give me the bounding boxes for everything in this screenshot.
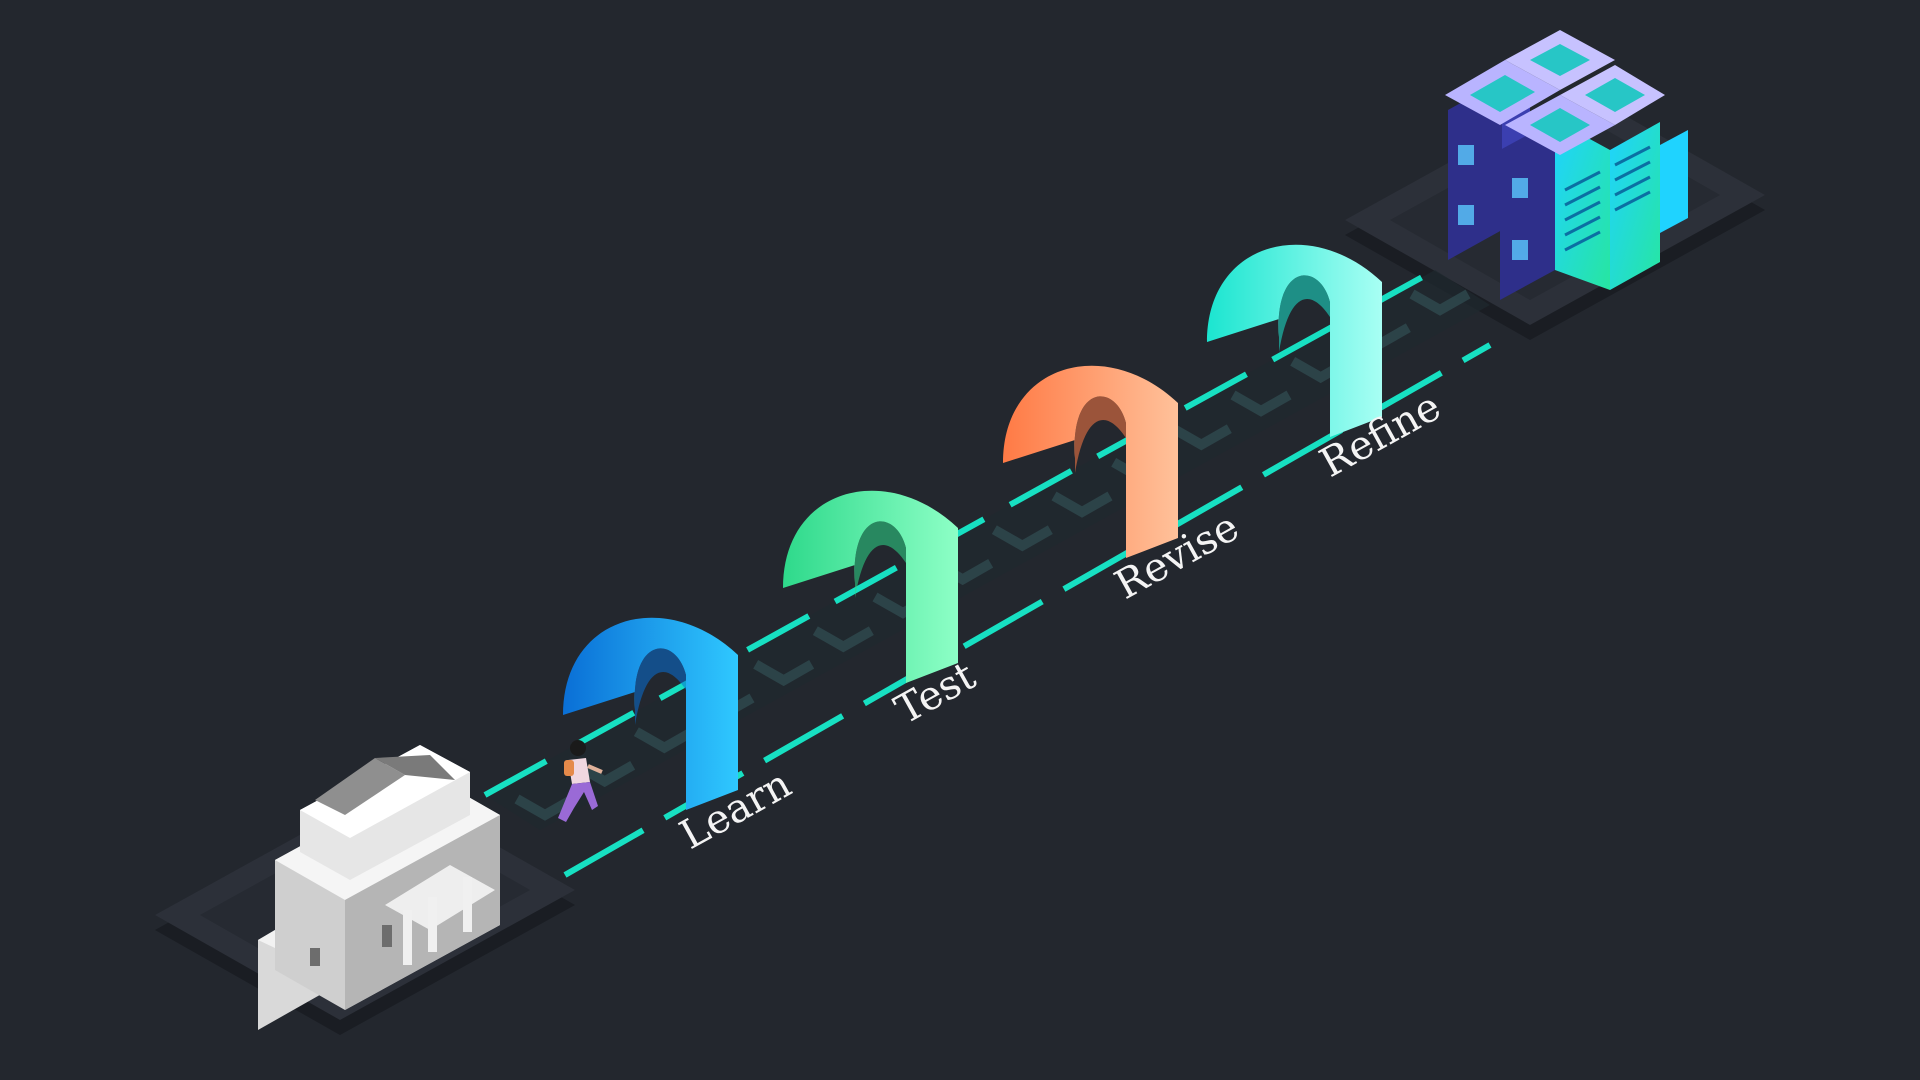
stage-arch-test <box>783 490 958 683</box>
stage-arch-inner <box>1278 275 1330 352</box>
track-chevron <box>1230 390 1292 417</box>
track-chevron <box>812 626 874 653</box>
track-chevron <box>633 727 695 754</box>
track-chevron <box>753 659 815 687</box>
school-building-icon <box>258 745 500 1030</box>
stage-arch-inner <box>634 648 686 725</box>
server-rack-icon <box>1445 30 1688 300</box>
stage-arch-revise <box>1003 365 1178 558</box>
track-chevron <box>991 525 1053 552</box>
track-chevron <box>1051 491 1113 518</box>
track-chevron <box>1409 289 1471 316</box>
stage-arch-inner <box>1074 396 1126 473</box>
stage-arch-learn <box>563 617 738 810</box>
stage-arch-body <box>1003 365 1178 558</box>
stage-arch-body <box>563 617 738 810</box>
stage-arch-body <box>1207 244 1382 437</box>
stage-arches <box>563 244 1382 810</box>
track-chevron <box>1170 424 1232 451</box>
stage-arch-refine <box>1207 244 1382 437</box>
stage-arch-body <box>783 490 958 683</box>
stage-arch-inner <box>854 521 906 598</box>
running-person-icon <box>558 740 603 822</box>
